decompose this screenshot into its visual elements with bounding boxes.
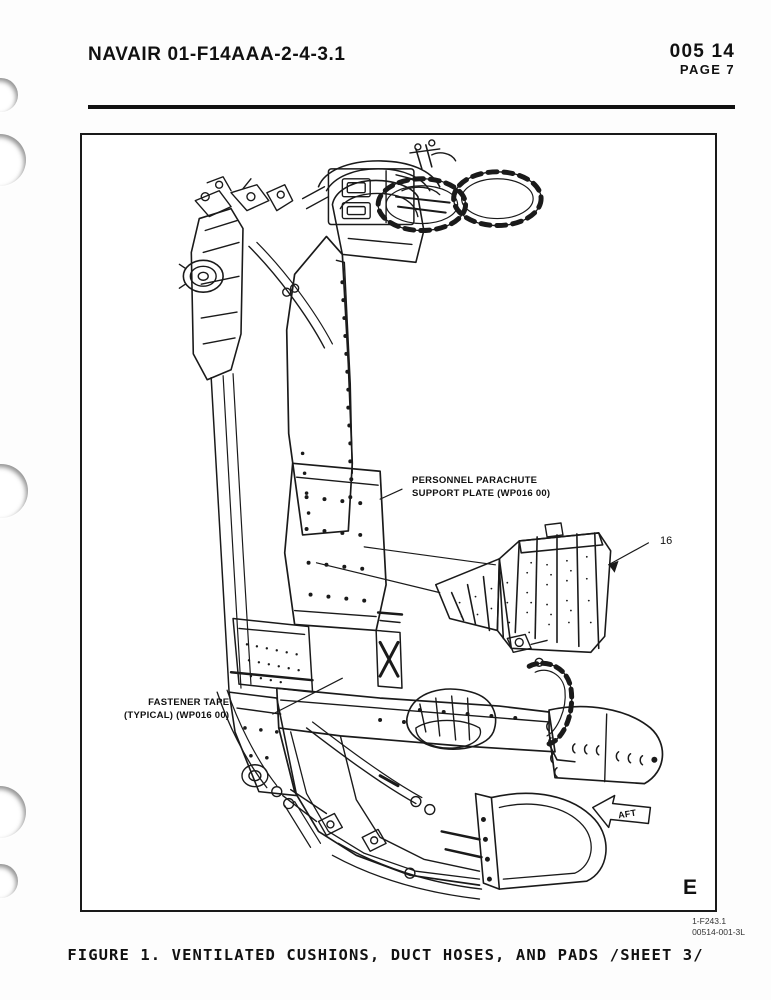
figure-frame: PERSONNEL PARACHUTE SUPPORT PLATE (WP016… [80, 133, 717, 912]
page-label: PAGE 7 [679, 61, 735, 77]
drawing-code-1: 1-F243.1 [692, 916, 727, 926]
punch-hole-5 [0, 864, 18, 898]
punch-hole-4 [0, 786, 26, 838]
sheet-letter: E [682, 876, 697, 899]
callout-line-2: (TYPICAL) (WP016 00) [124, 709, 230, 721]
punch-hole-3 [0, 464, 28, 518]
header-divider-rule [88, 105, 735, 109]
ejection-seat-illustration [178, 139, 664, 900]
work-package-code: 005 14 PAGE 7 [670, 42, 735, 77]
figure-caption: FIGURE 1. VENTILATED CUSHIONS, DUCT HOSE… [67, 946, 704, 964]
drawing-reference-codes: 1-F243.1 00514-001-3L [692, 916, 745, 938]
callout-fastener-tape: FASTENER TAPE (TYPICAL) (WP016 00) [124, 697, 229, 723]
page-header: NAVAIR 01-F14AAA-2-4-3.1 005 14 PAGE 7 [0, 42, 771, 90]
document-number: NAVAIR 01-F14AAA-2-4-3.1 [88, 44, 346, 65]
callout-line-2: SUPPORT PLATE (WP016 00) [412, 487, 551, 499]
item-number-16: 16 [660, 535, 673, 547]
wp-number: 005 14 [669, 41, 735, 62]
punch-hole-2 [0, 134, 26, 186]
drawing-code-2: 00514-001-3L [692, 927, 745, 938]
callout-line-1: PERSONNEL PARACHUTE [412, 475, 538, 486]
punch-hole-1 [0, 78, 18, 112]
callout-personnel-parachute-support-plate: PERSONNEL PARACHUTE SUPPORT PLATE (WP016… [412, 475, 550, 501]
callout-line-1: FASTENER TAPE [148, 697, 230, 708]
